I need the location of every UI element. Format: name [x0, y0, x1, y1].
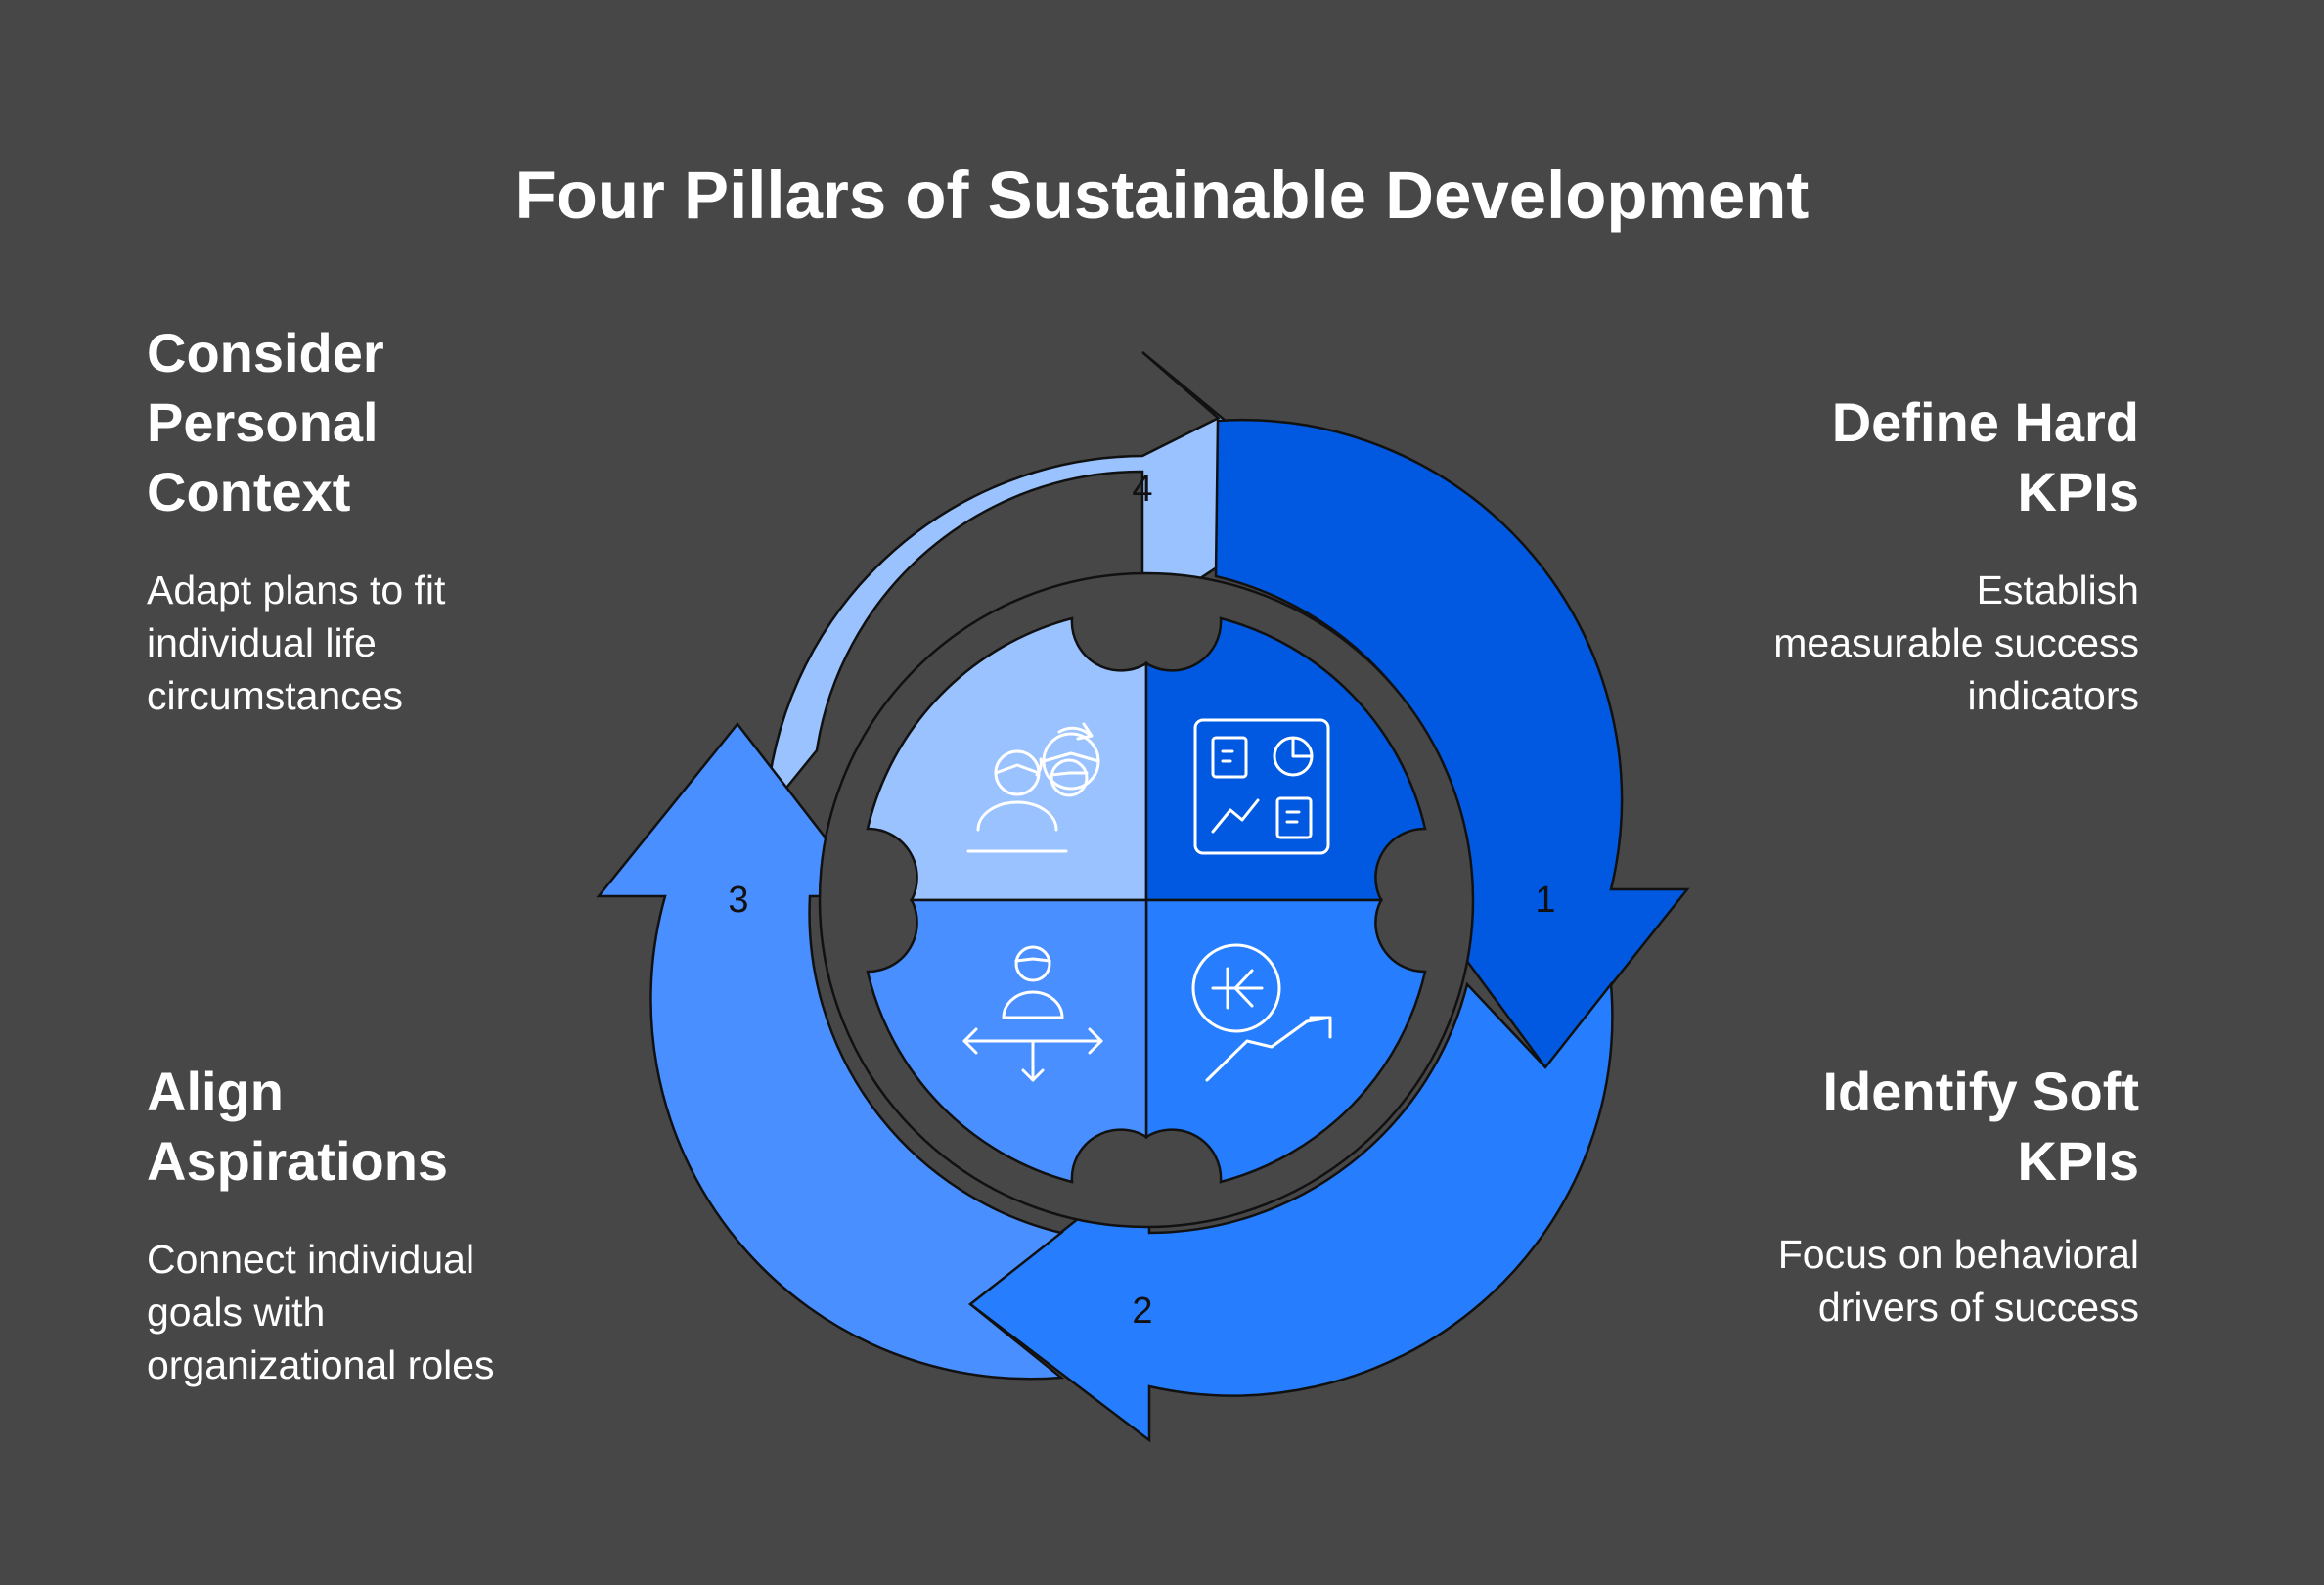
- dashboard-charts-icon: [1193, 718, 1330, 855]
- step-2-heading: Identify Soft KPIs: [1822, 1061, 2139, 1192]
- step-number-3: 3: [728, 880, 748, 921]
- step-4-heading: Consider Personal Context: [147, 322, 384, 522]
- step-number-2: 2: [1132, 1291, 1152, 1332]
- step-4-description: Adapt plans to fit individual life circu…: [147, 567, 446, 718]
- step-1-text: Define Hard KPIs Establish measurable su…: [1591, 387, 2139, 722]
- step-1-heading: Define Hard KPIs: [1831, 391, 2139, 522]
- step-number-1: 1: [1535, 880, 1555, 921]
- step-1-description: Establish measurable success indicators: [1773, 567, 2139, 718]
- step-2-text: Identify Soft KPIs Focus on behavioral d…: [1591, 1057, 2139, 1334]
- step-4-text: Consider Personal Context Adapt plans to…: [147, 318, 694, 722]
- quadrant-4: [866, 616, 1148, 902]
- arrow-segment-2: [967, 980, 1614, 1443]
- step-3-description: Connect individual goals with organizati…: [147, 1237, 495, 1387]
- step-number-4: 4: [1132, 469, 1152, 510]
- step-2-description: Focus on behavioral drivers of success: [1777, 1232, 2139, 1330]
- growth-trend-icon: [1191, 943, 1332, 1082]
- person-context-icon: [966, 722, 1100, 853]
- person-directions-icon: [962, 945, 1103, 1082]
- step-3-text: Align Aspirations Connect individual goa…: [147, 1057, 694, 1391]
- arrow-segment-3: [596, 721, 1065, 1381]
- quadrant-2: [1144, 898, 1427, 1184]
- diagram-title: Four Pillars of Sustainable Development: [514, 158, 1810, 233]
- inner-quadrants: [866, 616, 1427, 1184]
- step-3-heading: Align Aspirations: [147, 1061, 449, 1192]
